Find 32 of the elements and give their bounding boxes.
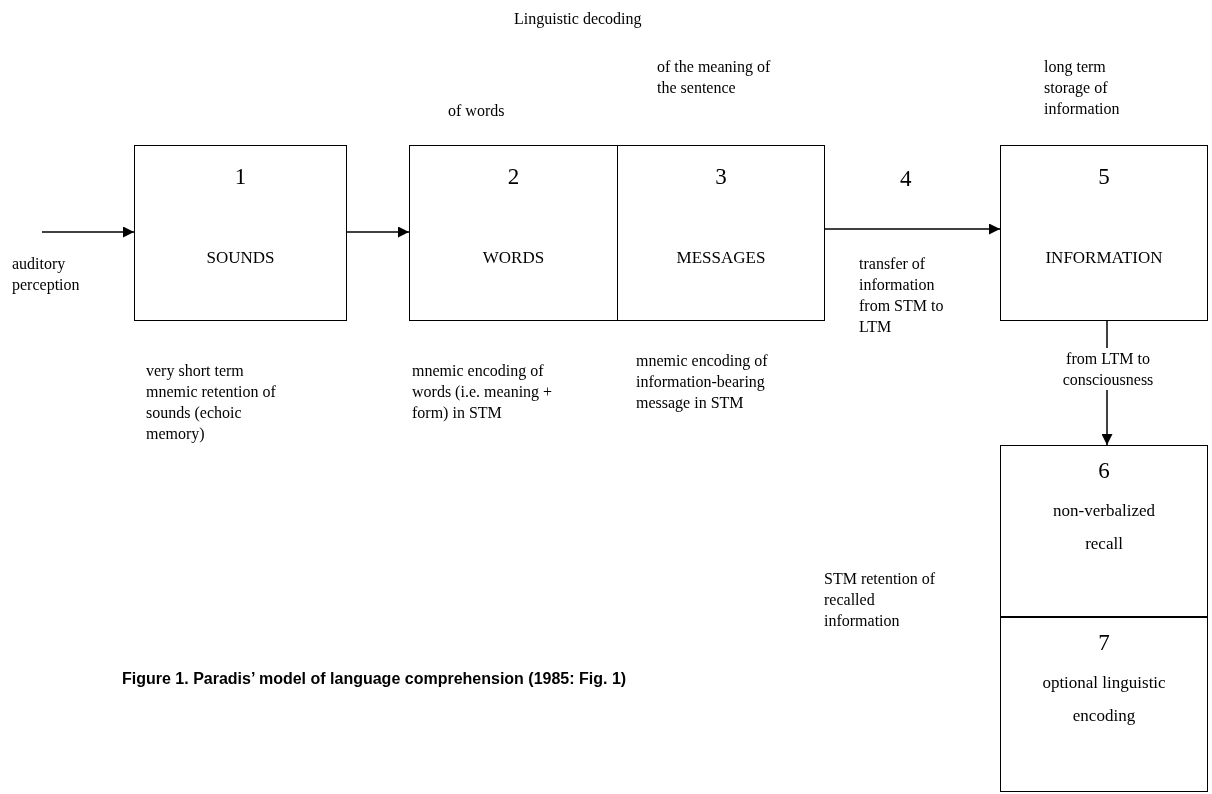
process-box [1000, 617, 1208, 792]
process-box [1000, 445, 1208, 617]
process-box [409, 145, 618, 321]
box-label: SOUNDS [205, 247, 276, 269]
box-label: non-verbalized recall [1052, 500, 1156, 555]
box-label: MESSAGES [675, 247, 767, 269]
process-box [617, 145, 825, 321]
annotation-text: transfer of information from STM to LTM [859, 254, 945, 337]
figure-caption: Figure 1. Paradis’ model of language comprehension (1985: Fig. 1) [122, 670, 627, 688]
annotation-text: mnemic encoding of information-bearing message in STM [636, 351, 769, 413]
step-number: 5 [1097, 164, 1111, 190]
box-label: optional linguistic encoding [1041, 672, 1167, 727]
step-number: 7 [1097, 630, 1111, 656]
box-label: INFORMATION [1044, 247, 1164, 269]
box-label: WORDS [481, 247, 546, 269]
annotation-text: very short term mnemic retention of sounds (echoic memory) [146, 361, 277, 444]
edge-label: 4 [900, 168, 912, 189]
annotation-text: of words [448, 101, 506, 121]
annotation-text: of the meaning of the sentence [657, 57, 772, 98]
annotation-text: STM retention of recalled information [824, 569, 937, 631]
process-box [1000, 145, 1208, 321]
annotation-text: mnemic encoding of words (i.e. meaning + form) in STM [412, 361, 554, 423]
process-box [134, 145, 347, 321]
step-number: 1 [233, 164, 248, 190]
arrow [824, 223, 1001, 235]
arrow [346, 226, 410, 238]
annotation-text: long term storage of information [1044, 57, 1121, 119]
arrow [41, 226, 135, 238]
step-number: 3 [714, 164, 728, 190]
step-number: 2 [506, 164, 521, 190]
step-number: 6 [1097, 458, 1111, 484]
annotation-text: Linguistic decoding [514, 9, 643, 29]
